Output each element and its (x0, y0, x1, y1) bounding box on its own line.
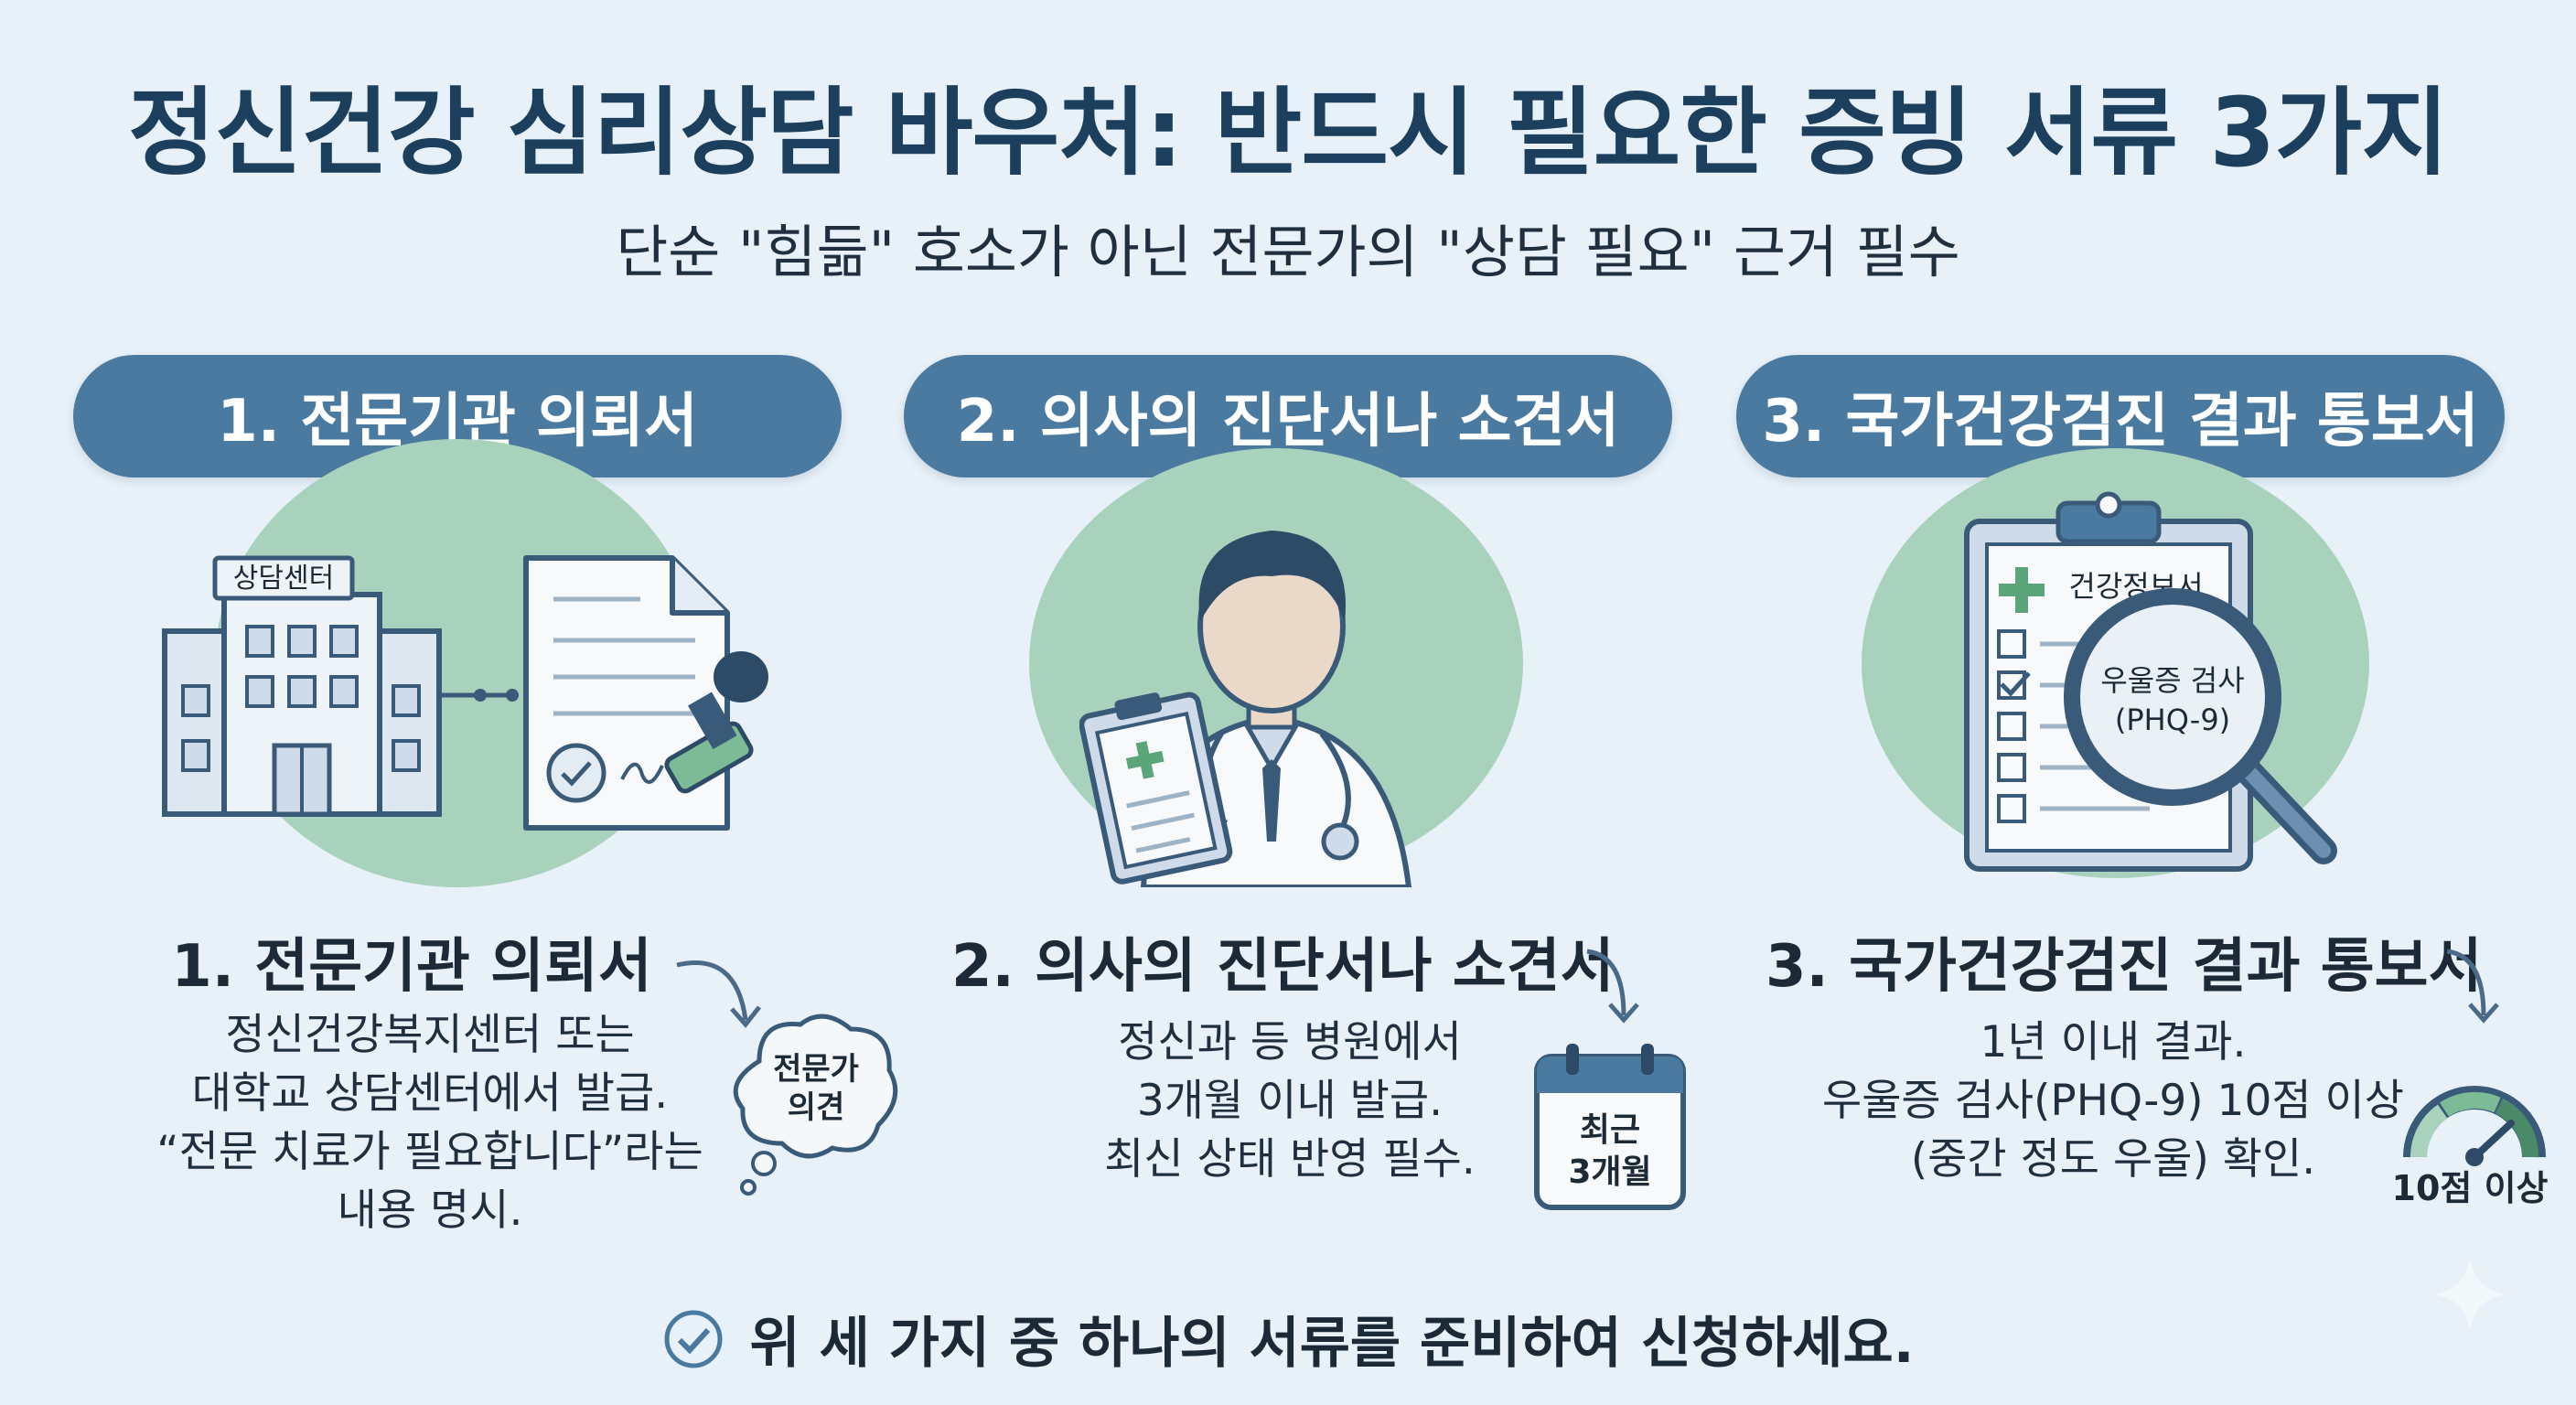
sparkle-icon (2433, 1258, 2506, 1331)
building-icon (162, 555, 442, 817)
column-3-pill-label: 3. 국가건강검진 결과 통보서 (1762, 388, 2479, 456)
bubble-text-line: 전문가 (773, 1051, 859, 1088)
building-sign-text: 상담센터 (233, 563, 334, 595)
calendar-icon: 최근 3개월 (1534, 1044, 1686, 1210)
page-subtitle: 단순 "힘듦" 호소가 아닌 전문가의 "상담 필요" 근거 필수 (616, 219, 1960, 285)
footer-text: 위 세 가지 중 하나의 서류를 준비하여 신청하세요. (749, 1312, 1915, 1376)
column-2-body-line: 최신 상태 반영 필수. (1104, 1134, 1476, 1185)
check-circle-icon (664, 1310, 723, 1367)
thought-bubble-icon: 전문가 의견 (733, 1014, 898, 1196)
report-illustration: 건강정보서 우울증 검사 (PHQ-9) (1964, 491, 2337, 872)
page-title: 정신건강 심리상담 바우처: 반드시 필요한 증빙 서류 3가지 (127, 77, 2449, 188)
column-1-body-line: 정신건강복지센터 또는 (225, 1010, 635, 1060)
curved-arrow-icon (1586, 949, 1639, 1024)
stamp-icon (664, 651, 768, 794)
magnifier-text-line: (PHQ-9) (2115, 702, 2230, 737)
column-2-body-line: 정신과 등 병원에서 (1118, 1017, 1462, 1067)
footer: 위 세 가지 중 하나의 서류를 준비하여 신청하세요. (0, 1299, 2576, 1378)
curved-arrow-icon (2446, 949, 2499, 1024)
magnifier-text-line: 우울증 검사 (2100, 663, 2244, 698)
calendar-text-line: 3개월 (1568, 1153, 1651, 1191)
column-3-body-line: 1년 이내 결과. (1980, 1017, 2247, 1067)
building-document-illustration: 상담센터 (162, 555, 768, 831)
curved-arrow-icon (676, 960, 761, 1028)
doctor-illustration (1079, 531, 1412, 887)
column-2-pill-label: 2. 의사의 진단서나 소견서 (956, 388, 1620, 456)
column-1-body-line: 대학교 상담센터에서 발급. (191, 1068, 669, 1119)
column-3-body-line: (중간 정도 우울) 확인. (1910, 1134, 2316, 1185)
gauge-icon (2403, 1086, 2546, 1166)
column-1-body: 정신건강복지센터 또는 대학교 상담센터에서 발급. “전문 치료가 필요합니다… (156, 1006, 704, 1240)
column-3-heading: 3. 국가건강검진 결과 통보서 (1766, 933, 2483, 1001)
column-2-body: 정신과 등 병원에서 3개월 이내 발급. 최신 상태 반영 필수. (1015, 1014, 1564, 1189)
column-2-body-line: 3개월 이내 발급. (1136, 1076, 1444, 1126)
column-3-body-line: 우울증 검사(PHQ-9) 10점 이상 (1821, 1076, 2405, 1126)
bubble-text-line: 의견 (788, 1089, 845, 1126)
magnifier-icon (2064, 588, 2337, 864)
clipboard-icon (1079, 692, 1233, 885)
gauge-label: 10점 이상 (2391, 1168, 2549, 1208)
column-2-heading: 2. 의사의 진단서나 소견서 (951, 933, 1615, 1001)
column-1-body-line: “전문 치료가 필요합니다”라는 (156, 1127, 703, 1177)
calendar-text-line: 최근 (1580, 1111, 1640, 1149)
column-3-body: 1년 이내 결과. 우울증 검사(PHQ-9) 10점 이상 (중간 정도 우울… (1793, 1014, 2433, 1189)
column-1-body-line: 내용 명시. (337, 1185, 523, 1236)
column-1-heading: 1. 전문기관 의뢰서 (171, 933, 652, 1001)
